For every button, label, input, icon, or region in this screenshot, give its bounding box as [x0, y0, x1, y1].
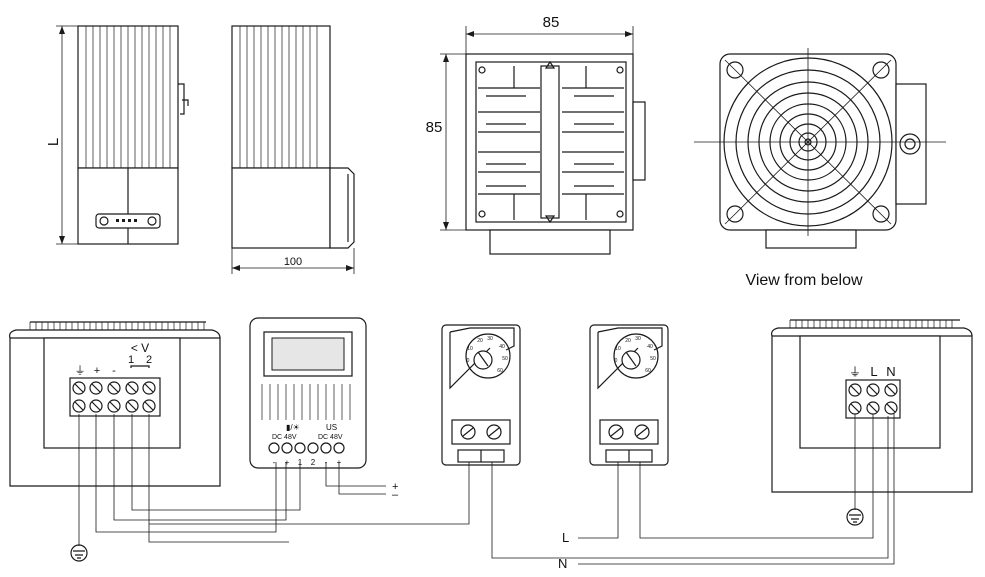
- left-terminal-plus-symbol: +: [94, 365, 100, 377]
- thermostat-2-dial-0: 0: [615, 358, 618, 364]
- supply-minus-label: –: [392, 489, 399, 501]
- thermostat-2-dial-40: 40: [647, 344, 653, 350]
- thermostat-2-dial-10: 10: [615, 346, 621, 352]
- left-terminal-earth-symbol: ⏚: [75, 364, 86, 377]
- left-terminal-contact-1: 1: [128, 354, 134, 366]
- hygrostat-pin-4: 2: [311, 458, 316, 467]
- hygrostat-pin-1: -: [273, 458, 276, 467]
- thermostat-2-dial-20: 20: [625, 338, 631, 344]
- left-terminal-contact-2: 2: [146, 354, 152, 366]
- dimension-length: L: [45, 25, 78, 245]
- hygrostat-module: ▮/☀ US DC 48V DC 48V - + 1 2 - +: [249, 317, 367, 469]
- left-terminal-minus-symbol: -: [112, 365, 116, 377]
- dimension-depth: 100: [231, 248, 355, 274]
- supply-l-label: L: [562, 530, 569, 545]
- thermostat-1-dial-50: 50: [502, 356, 508, 362]
- right-terminal-earth-symbol: ⏚: [849, 365, 861, 379]
- thermostat-2-dial-60: 60: [645, 368, 651, 374]
- heater-front-view: [77, 25, 189, 245]
- depth-label: 100: [284, 256, 302, 268]
- supply-plus-label: +: [392, 481, 398, 493]
- terminal-labels-left: ⏚ + - < V 1 2: [75, 341, 153, 377]
- heater-bottom-view: [694, 48, 946, 249]
- ground-symbol-left: [70, 544, 88, 562]
- left-terminal-voltage-label: < V: [131, 341, 149, 355]
- hygrostat-dc-left: DC 48V: [272, 434, 297, 441]
- thermostat-1-dial-60: 60: [497, 368, 503, 374]
- thermostat-1-dial-40: 40: [499, 344, 505, 350]
- right-terminal-l-label: L: [870, 364, 877, 379]
- hygrostat-pin-2: +: [285, 458, 290, 467]
- thermostat-1-dial-10: 10: [467, 346, 473, 352]
- thermostat-1: 20 30 40 50 60 0 10: [441, 324, 521, 466]
- heater-top-view: [465, 53, 646, 255]
- ground-symbol-right: [846, 508, 864, 526]
- thermostat-2-dial-50: 50: [650, 356, 656, 362]
- thermostat-1-dial-30: 30: [487, 336, 493, 342]
- right-terminal-n-label: N: [886, 364, 895, 379]
- length-label: L: [45, 138, 62, 146]
- wiring-lines: [78, 414, 895, 565]
- hygrostat-us-label: US: [326, 423, 337, 432]
- hygrostat-dc-right: DC 48V: [318, 434, 343, 441]
- dimension-width: 85: [465, 14, 634, 54]
- thermostat-1-dial-0: 0: [467, 358, 470, 364]
- width-label: 85: [543, 14, 560, 31]
- heater-left-terminal-block: ⏚ + - < V 1 2: [69, 341, 161, 417]
- hygrostat-mode-label: ▮/☀: [286, 423, 300, 432]
- supply-n-label: N: [558, 556, 567, 571]
- heater-right-terminal-block: ⏚ L N: [845, 364, 901, 419]
- thermostat-1-dial-20: 20: [477, 338, 483, 344]
- dimension-height: 85: [426, 53, 466, 231]
- heater-side-view: [231, 25, 355, 249]
- height-label: 85: [426, 119, 443, 136]
- thermostat-2-dial-30: 30: [635, 336, 641, 342]
- bottom-view-caption: View from below: [745, 272, 863, 289]
- thermostat-2: 20 30 40 50 60 0 10: [589, 324, 669, 466]
